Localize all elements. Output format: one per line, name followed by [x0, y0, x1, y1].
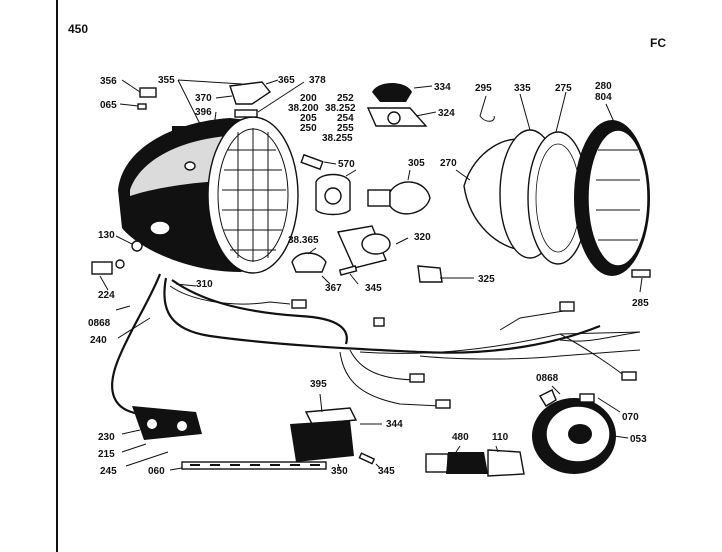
horn-drawing	[532, 385, 629, 474]
part-label: 205	[300, 113, 317, 124]
part-label: 245	[100, 466, 117, 477]
part-label: 396	[195, 107, 212, 118]
part-label: 480	[452, 432, 469, 443]
part-label: 320	[414, 232, 431, 243]
part-label: 275	[555, 83, 572, 94]
part-label: 395	[310, 379, 327, 390]
part-label: 310	[196, 279, 213, 290]
part-label: 215	[98, 449, 115, 460]
part-label: 224	[98, 290, 115, 301]
part-label: 230	[98, 432, 115, 443]
part-label: 280	[595, 81, 612, 92]
part-label: 295	[475, 83, 492, 94]
section-code: FC	[650, 36, 666, 50]
part-label: 367	[325, 283, 342, 294]
part-label: 324	[438, 108, 455, 119]
part-label: 38.365	[288, 235, 319, 246]
part-label: 255	[337, 123, 354, 134]
part-label: 060	[148, 466, 165, 477]
part-label: 38.200	[288, 103, 319, 114]
part-label: 200	[300, 93, 317, 104]
part-label: 378	[309, 75, 326, 86]
part-label: 305	[408, 158, 425, 169]
headlamp-body-drawing	[118, 116, 299, 274]
part-label: 38.255	[322, 133, 353, 144]
part-label: 240	[90, 335, 107, 346]
part-label: 285	[632, 298, 649, 309]
reflector-rims-drawing	[455, 91, 651, 293]
dip-switch-drawing	[290, 393, 382, 471]
part-label: 254	[337, 113, 354, 124]
switch-drawing	[121, 406, 327, 471]
part-label: 110	[492, 432, 509, 443]
part-label: 350	[331, 466, 348, 477]
part-label: 252	[337, 93, 354, 104]
part-label: 370	[195, 93, 212, 104]
part-label: 344	[386, 419, 403, 430]
part-label: 355	[158, 75, 175, 86]
bulb-holder-drawing	[366, 83, 495, 127]
part-label: 804	[595, 92, 612, 103]
part-label: 270	[440, 158, 457, 169]
page-number: 450	[68, 22, 89, 36]
top-small-parts	[119, 79, 305, 127]
part-label: 335	[514, 83, 531, 94]
part-label: 065	[100, 100, 117, 111]
part-label: 365	[278, 75, 295, 86]
part-label: 0868	[88, 318, 111, 329]
fuse-holder-drawing	[425, 445, 525, 477]
part-label: 0868	[536, 373, 559, 384]
page-left-rule	[56, 0, 58, 552]
wiring-harness-drawing	[111, 273, 641, 416]
part-label: 250	[300, 123, 317, 134]
part-label: 345	[365, 283, 382, 294]
part-label: 345	[378, 466, 395, 477]
part-number-labels: 356 065 355 370 396 365 378 200 38.200 2…	[88, 75, 649, 477]
sockets-bulbs-drawing	[291, 153, 474, 285]
part-label: 070	[622, 412, 639, 423]
part-label: 38.252	[325, 103, 356, 114]
part-label: 334	[434, 82, 451, 93]
part-label: 053	[630, 434, 647, 445]
part-label: 356	[100, 76, 117, 87]
part-label: 325	[478, 274, 495, 285]
left-parts-drawing	[91, 235, 197, 339]
part-label: 570	[338, 159, 355, 170]
part-label: 130	[98, 230, 115, 241]
